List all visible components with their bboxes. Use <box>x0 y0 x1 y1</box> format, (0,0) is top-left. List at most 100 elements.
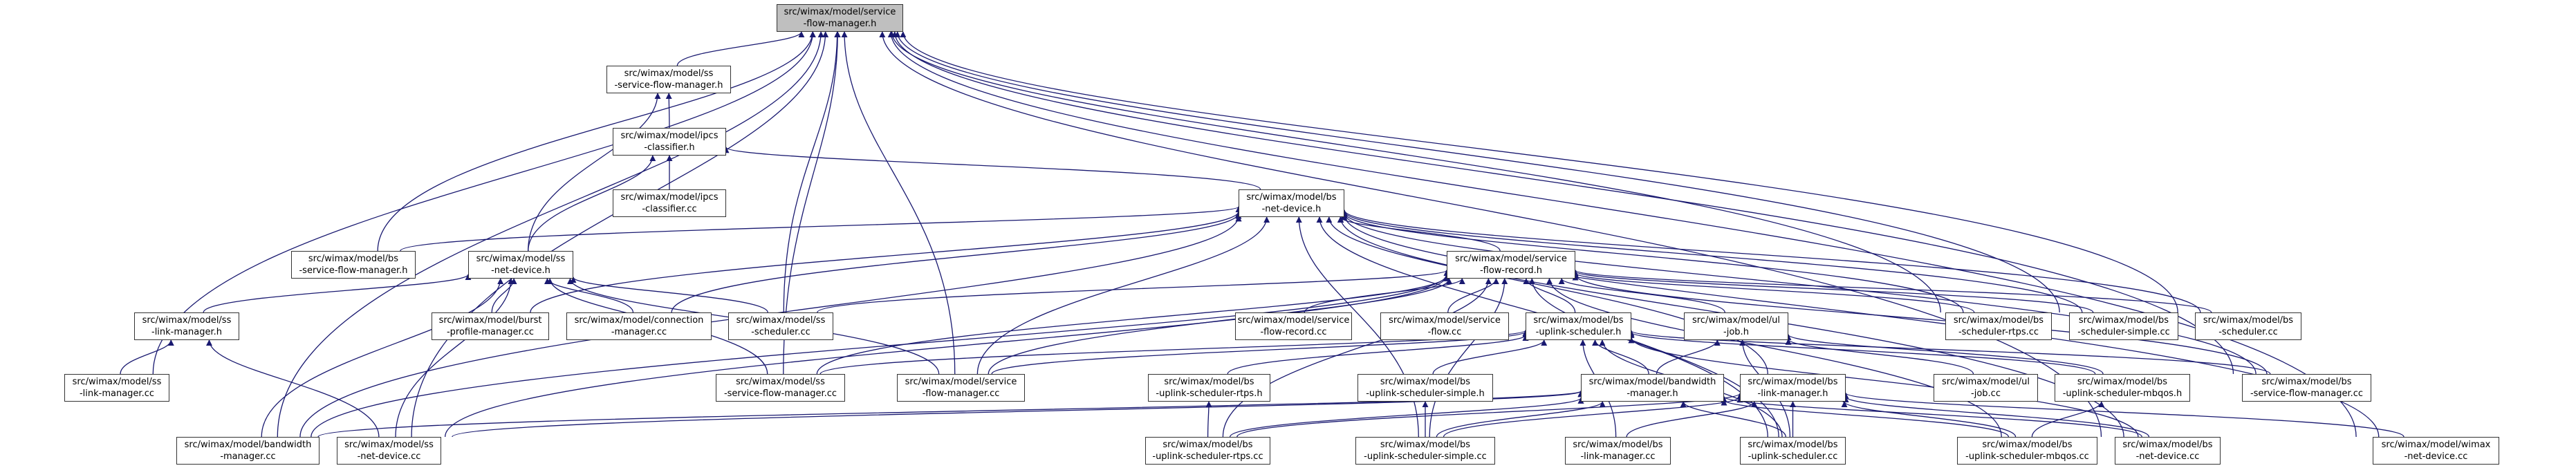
node-label-line1: src/wimax/model/ss <box>142 315 232 326</box>
graph-node-bs-ss-cc[interactable]: src/wimax/model/bs-scheduler-simple.cc <box>2069 312 2178 340</box>
graph-node-bs-lm-cc[interactable]: src/wimax/model/bs-link-manager.cc <box>1565 437 1671 465</box>
edge-wimax-nd-cc-to-root <box>887 31 2357 438</box>
node-label-line1: src/wimax/model/bs <box>1953 315 2044 326</box>
node-label-line2: -scheduler.cc <box>2218 327 2278 337</box>
node-label-line1: src/wimax/model/bs <box>2122 440 2213 450</box>
edge-ss-sfm-cc-to-root <box>783 31 841 375</box>
graph-node-bw-cc[interactable]: src/wimax/model/bandwidth-manager.cc <box>176 437 319 465</box>
graph-node-ul-job-cc[interactable]: src/wimax/model/ul-job.cc <box>1934 374 2038 402</box>
graph-node-bs-nd-cc[interactable]: src/wimax/model/bs-net-device.cc <box>2115 437 2221 465</box>
edge-sf-cc-to-sfr-h <box>1447 278 1499 313</box>
node-label-line1: src/wimax/model/bandwidth <box>1588 377 1716 387</box>
node-label-line1: src/wimax/model/ss <box>736 315 826 326</box>
graph-node-ipcs-h[interactable]: src/wimax/model/ipcs-classifier.h <box>613 128 726 156</box>
node-label-line2: -flow-record.h <box>1479 265 1543 276</box>
node-label-line2: -net-device.cc <box>2135 451 2200 462</box>
graph-node-ss-sfm-cc[interactable]: src/wimax/model/ss-service-flow-manager.… <box>716 374 845 402</box>
graph-node-bs-nd-h[interactable]: src/wimax/model/bs-net-device.h <box>1239 189 1344 217</box>
edge-bs-sfm-cc-to-bs-nd-h <box>1341 212 2257 375</box>
edge-bs-sr-cc-to-bs-nd-h <box>1341 212 1964 313</box>
graph-node-bs-usr-cc[interactable]: src/wimax/model/bs-uplink-scheduler-rtps… <box>1145 437 1270 465</box>
edge-bw-cc-to-bw-h <box>317 390 1584 438</box>
graph-node-ss-nd-h[interactable]: src/wimax/model/ss-net-device.h <box>468 251 573 279</box>
edge-conn-cc-to-bs-nd-h <box>671 212 1242 313</box>
graph-node-wimax-nd-cc[interactable]: src/wimax/model/wimax-net-device.cc <box>2373 437 2499 465</box>
graph-node-bs-us-h[interactable]: src/wimax/model/bs-uplink-scheduler.h <box>1526 312 1631 340</box>
node-label-line1: src/wimax/model/ss <box>736 377 825 387</box>
node-label-line2: -flow-manager.cc <box>922 389 1000 399</box>
node-label-line1: src/wimax/model/bs <box>1748 377 1838 387</box>
graph-node-root: src/wimax/model/service-flow-manager.h <box>777 4 903 32</box>
edge-bs-usm-cc-to-bs-lm-h <box>1841 401 2017 438</box>
node-label-line1: src/wimax/model/ss <box>476 254 566 264</box>
graph-node-bs-sfm-cc[interactable]: src/wimax/model/bs -service-flow-manager.… <box>2242 374 2371 402</box>
edge-ss-sched-cc-to-sfr-h <box>817 269 1450 313</box>
graph-node-bs-sr-cc[interactable]: src/wimax/model/bs-scheduler-rtps.cc <box>1945 312 2052 340</box>
node-label-line1: src/wimax/model/bs <box>308 254 399 264</box>
edge-ss-nd-cc-to-sfr-h <box>444 274 1450 438</box>
graph-node-bs-uss-cc[interactable]: src/wimax/model/bs-uplink-scheduler-simp… <box>1355 437 1495 465</box>
node-label-line1: src/wimax/model/bs <box>2261 377 2352 387</box>
edge-bs-us-cc-to-bw-h <box>1680 401 1786 438</box>
node-label-line2: -net-device.h <box>1261 204 1322 214</box>
graph-node-bs-sched-cc[interactable]: src/wimax/model/bs-scheduler.cc <box>2195 312 2301 340</box>
graph-node-bs-usm-h[interactable]: src/wimax/model/bs-uplink-scheduler-mbqo… <box>2055 374 2190 402</box>
graph-node-ss-sched-cc[interactable]: src/wimax/model/ss-scheduler.cc <box>728 312 833 340</box>
node-label-line2: -uplink-scheduler.h <box>1535 327 1622 337</box>
edge-bs-nd-cc-to-root <box>879 31 2102 438</box>
edge-ss-lm-h-to-ss-nd-h <box>203 274 472 313</box>
node-label-line2: -net-device.cc <box>357 451 421 462</box>
graph-node-bs-lm-h[interactable]: src/wimax/model/bs -link-manager.h <box>1740 374 1846 402</box>
node-label-line1: src/wimax/model/service <box>784 7 896 17</box>
graph-node-ss-lm-h[interactable]: src/wimax/model/ss-link-manager.h <box>134 312 239 340</box>
edge-bs-sfm-h-to-bs-nd-h <box>400 206 1242 252</box>
edge-bs-lm-cc-to-bs-lm-h <box>1626 401 1758 438</box>
node-label-line2: -service-flow-manager.cc <box>2250 389 2364 399</box>
edge-bs-sched-cc-to-sfr-h <box>1572 269 2212 313</box>
edge-ss-sched-cc-to-root <box>783 31 841 313</box>
node-label-line2: -flow.cc <box>1427 327 1462 337</box>
edge-ss-nd-h-to-ipcs-h <box>528 155 656 252</box>
edge-bs-lm-h-to-bs-nd-h <box>1326 216 1768 375</box>
node-label-line2: -net-device.cc <box>2404 451 2468 462</box>
graph-node-ul-job-h[interactable]: src/wimax/model/ul-job.h <box>1684 312 1788 340</box>
edge-wimax-nd-cc-to-bs-lm-h <box>1842 392 2404 438</box>
edge-bs-sched-cc-to-bs-nd-h <box>1341 209 2201 313</box>
edge-bs-usr-cc-to-bs-usr-h <box>1205 401 1212 438</box>
graph-node-bs-usr-h[interactable]: src/wimax/model/bs-uplink-scheduler-rtps… <box>1148 374 1270 402</box>
edge-bs-sched-cc-to-root <box>900 31 2178 313</box>
edge-bs-ss-cc-to-sfr-h <box>1572 270 2094 313</box>
graph-node-ss-nd-cc[interactable]: src/wimax/model/ss-net-device.cc <box>337 437 441 465</box>
graph-node-sfm-cc[interactable]: src/wimax/model/service-flow-manager.cc <box>897 374 1025 402</box>
graph-node-burst-cc[interactable]: src/wimax/model/burst-profile-manager.cc <box>432 312 549 340</box>
edge-bw-cc-to-ss-nd-h <box>261 278 504 438</box>
node-label-line2: -link-manager.h <box>1757 389 1828 399</box>
node-label-line2: -uplink-scheduler.cc <box>1748 451 1838 462</box>
graph-node-ipcs-cc[interactable]: src/wimax/model/ipcs-classifier.cc <box>613 189 726 217</box>
graph-node-ss-sfm-h[interactable]: src/wimax/model/ss-service-flow-manager.… <box>606 66 731 93</box>
node-label-line1: src/wimax/model/burst <box>438 315 542 326</box>
graph-node-bs-us-cc[interactable]: src/wimax/model/bs-uplink-scheduler.cc <box>1740 437 1846 465</box>
edge-ss-nd-h-to-ss-sfm-h <box>528 93 661 252</box>
graph-node-conn-cc[interactable]: src/wimax/model/connection-manager.cc <box>566 312 712 340</box>
node-label-line2: -profile-manager.cc <box>446 327 535 337</box>
node-label-line2: -service-flow-manager.h <box>614 80 723 91</box>
graph-node-bw-h[interactable]: src/wimax/model/bandwidth-manager.h <box>1581 374 1724 402</box>
graph-node-bs-sfm-h[interactable]: src/wimax/model/bs-service-flow-manager.… <box>291 251 416 279</box>
node-label-line2: -manager.cc <box>611 327 667 337</box>
edge-ss-nd-cc-to-ss-lm-h <box>205 339 380 438</box>
edge-bs-sfm-cc-to-bs-us-h <box>1628 330 2271 375</box>
graph-node-ss-lm-cc[interactable]: src/wimax/model/ss-link-manager.cc <box>64 374 169 402</box>
graph-node-bs-uss-h[interactable]: src/wimax/model/bs-uplink-scheduler-simp… <box>1358 374 1493 402</box>
graph-node-bs-usm-cc[interactable]: src/wimax/model/bs-uplink-scheduler-mbqo… <box>1957 437 2097 465</box>
node-label-line1: src/wimax/model/bs <box>1246 192 1337 203</box>
graph-node-sfr-cc[interactable]: src/wimax/model/service-flow-record.cc <box>1235 312 1352 340</box>
edge-bs-ss-cc-to-bs-nd-h <box>1341 210 2083 313</box>
edge-bs-usr-cc-to-bw-h <box>1230 397 1584 438</box>
edge-burst-cc-to-bs-nd-h <box>530 210 1242 313</box>
edge-bs-sr-cc-to-sfr-h <box>1572 272 1975 313</box>
node-label-line2: -classifier.cc <box>642 204 697 214</box>
graph-node-sf-cc[interactable]: src/wimax/model/service-flow.cc <box>1380 312 1509 340</box>
node-label-line1: src/wimax/model/bs <box>1164 377 1254 387</box>
graph-node-sfr-h[interactable]: src/wimax/model/service-flow-record.h <box>1447 251 1575 279</box>
